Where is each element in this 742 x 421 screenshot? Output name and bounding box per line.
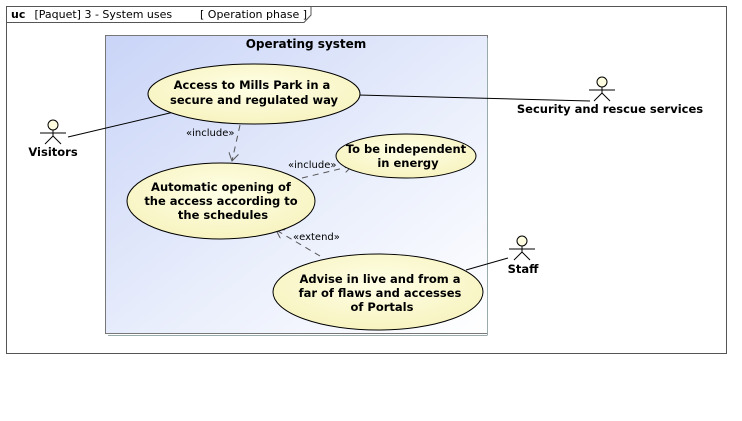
svg-text:Advise in live and from a: Advise in live and from a far of flaws a… [299, 272, 466, 314]
extend-label: «extend» [293, 232, 340, 243]
association-staff-advise [465, 257, 509, 271]
use-case-automatic-opening[interactable]: Automatic opening of the access accordin… [126, 162, 316, 240]
actor-staff-icon [516, 235, 528, 247]
actor-visitors-icon [47, 119, 59, 131]
use-case-independent-energy[interactable]: To be independent in energy [335, 133, 477, 179]
actor-staff[interactable]: Staff [508, 235, 540, 276]
use-case-opening-line-2: the access according to [144, 194, 297, 208]
svg-text:Automatic opening of the: Automatic opening of the access accordin… [144, 180, 301, 222]
actor-security-icon [596, 76, 608, 88]
use-case-advise-line-1: Advise in live and from a [299, 272, 460, 286]
frame-name: [Paquet] 3 - System uses [34, 8, 172, 21]
use-case-energy-line-2: in energy [377, 156, 439, 170]
association-security-access [357, 94, 591, 102]
use-case-access-line-1: Access to Mills Park in a [174, 78, 331, 92]
actor-security-label: Security and rescue services [517, 102, 703, 116]
frame-kind: uc [11, 8, 25, 21]
svg-text:To be independent in ene: To be independent in energy [346, 142, 470, 170]
include-label-2: «include» [288, 160, 336, 171]
frame-header-tab [6, 6, 312, 23]
include-label-1: «include» [186, 128, 234, 139]
frame-phase: [ Operation phase ] [200, 8, 307, 21]
use-case-access-mills-park[interactable]: Access to Mills Park in a secure and reg… [147, 63, 361, 125]
use-case-advise-line-3: of Portals [351, 300, 414, 314]
use-case-opening-line-3: the schedules [178, 208, 268, 222]
use-case-advise-line-2: far of flaws and accesses [299, 286, 462, 300]
system-title: Operating system [246, 37, 367, 51]
use-case-access-line-2: secure and regulated way [170, 93, 338, 107]
use-case-energy-line-1: To be independent [346, 142, 467, 156]
use-case-opening-line-1: Automatic opening of [151, 180, 292, 194]
extend-advise-opening [276, 230, 321, 257]
actor-staff-label: Staff [508, 262, 540, 276]
svg-text:Access to Mills Park in a: Access to Mills Park in a secure and reg… [170, 78, 338, 107]
association-visitors-access [67, 111, 175, 138]
use-case-advise-flaws[interactable]: Advise in live and from a far of flaws a… [272, 253, 484, 331]
actor-visitors[interactable]: Visitors [28, 119, 78, 159]
actor-security-rescue[interactable]: Security and rescue services [517, 76, 703, 116]
svg-text:uc [Paquet] 3 - System use: uc [Paquet] 3 - System uses [11, 3, 172, 22]
include-opening-energy [301, 166, 352, 179]
actor-visitors-label: Visitors [28, 145, 77, 159]
